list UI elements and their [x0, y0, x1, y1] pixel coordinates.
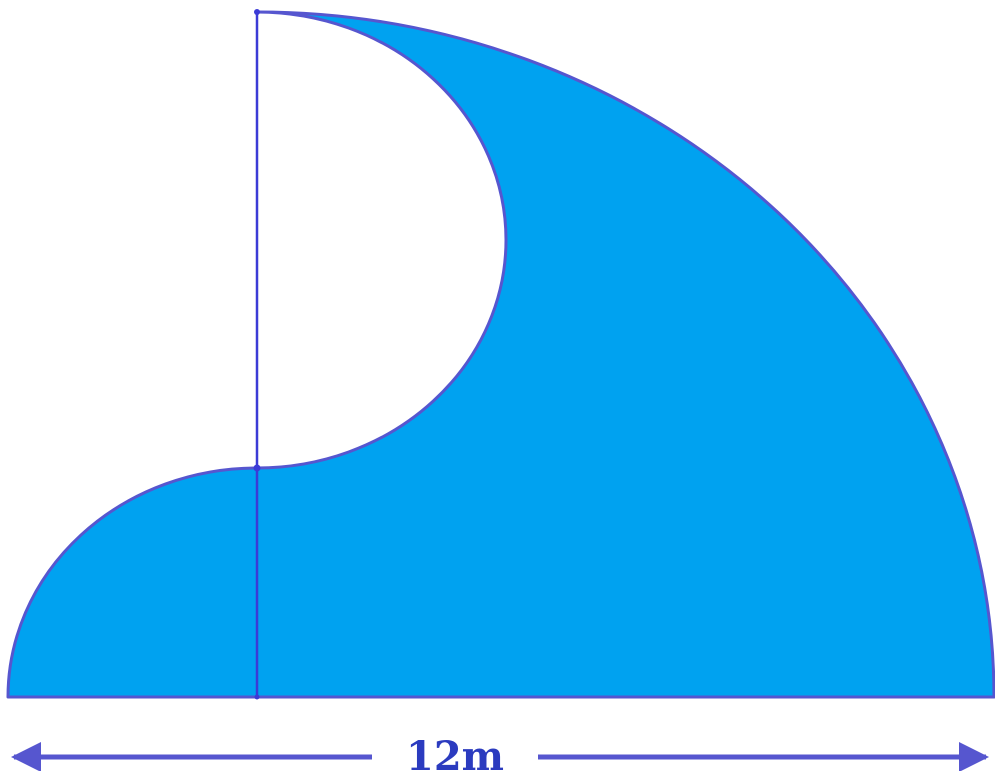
dimension-label: 12m — [406, 733, 504, 771]
middle-point — [253, 464, 261, 472]
bottom-point — [254, 694, 260, 700]
shaded-region — [6, 10, 995, 699]
top-point — [254, 9, 260, 15]
